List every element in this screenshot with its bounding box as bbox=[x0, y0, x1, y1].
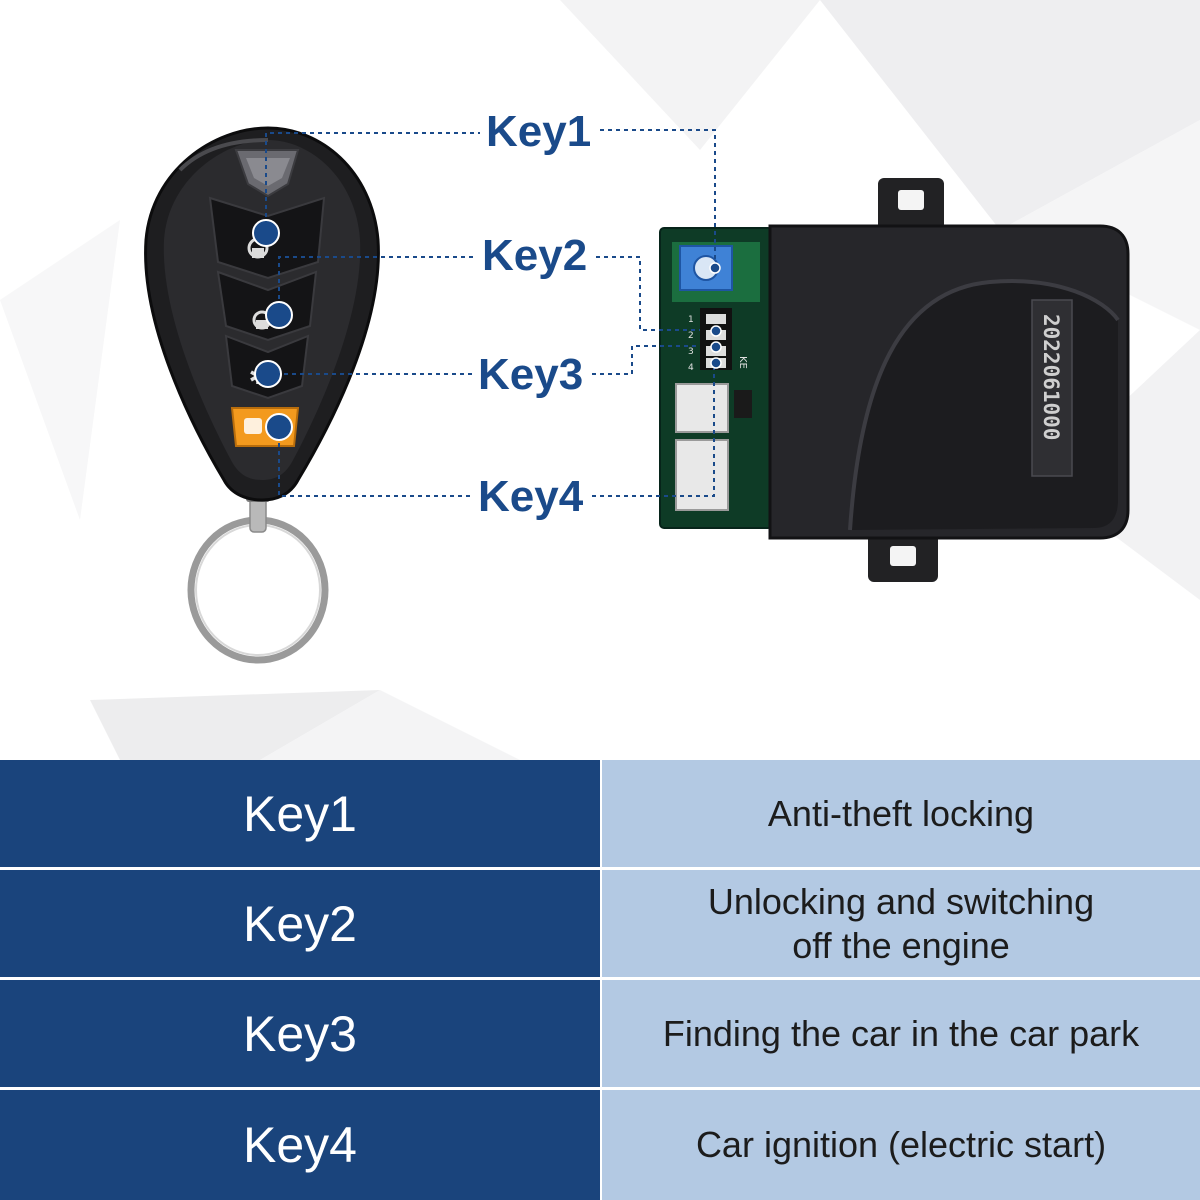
key-ring bbox=[187, 492, 329, 664]
receiver-serial: 2022061000 bbox=[1039, 314, 1063, 440]
description-cell: Unlocking and switching off the engine bbox=[602, 870, 1200, 977]
table-row: Key3 Finding the car in the car park bbox=[0, 980, 1200, 1087]
callout-key4: Key4 bbox=[478, 472, 584, 521]
pin-label-1: 1 bbox=[688, 315, 694, 325]
pin-label-3: 3 bbox=[688, 347, 694, 357]
table-row: Key1 Anti-theft locking bbox=[0, 760, 1200, 867]
description-cell: Anti-theft locking bbox=[602, 760, 1200, 867]
key-cell: Key2 bbox=[0, 870, 600, 977]
key-cell: Key3 bbox=[0, 980, 600, 1087]
receiver-box bbox=[659, 178, 1130, 582]
callout-key3: Key3 bbox=[478, 350, 584, 399]
key-cell: Key4 bbox=[0, 1090, 600, 1200]
description-cell: Car ignition (electric start) bbox=[602, 1090, 1200, 1200]
key-cell: Key1 bbox=[0, 760, 600, 867]
table-row: Key2 Unlocking and switching off the eng… bbox=[0, 870, 1200, 977]
description-line: Car ignition (electric start) bbox=[695, 1124, 1107, 1166]
description-line: Finding the car in the car park bbox=[662, 1012, 1140, 1054]
table-row: Key4 Car ignition (electric start) bbox=[0, 1090, 1200, 1200]
description-line: Anti-theft locking bbox=[767, 792, 1035, 834]
board-mark: KE bbox=[737, 356, 748, 369]
product-scene: ✱ bbox=[144, 126, 1130, 664]
callout-key1: Key1 bbox=[486, 107, 592, 156]
remote-fob: ✱ bbox=[144, 126, 380, 502]
description-line: off the engine bbox=[792, 924, 1010, 966]
callout-lines bbox=[265, 129, 716, 497]
key-function-table: Key1 Anti-theft locking Key2 Unlocking a… bbox=[0, 760, 1200, 1200]
receiver-markers bbox=[709, 262, 722, 369]
pin-label-4: 4 bbox=[688, 363, 694, 373]
description-cell: Finding the car in the car park bbox=[602, 980, 1200, 1087]
callout-key2: Key2 bbox=[482, 231, 588, 280]
pin-label-2: 2 bbox=[688, 331, 694, 341]
description-line: Unlocking and switching bbox=[707, 881, 1095, 923]
